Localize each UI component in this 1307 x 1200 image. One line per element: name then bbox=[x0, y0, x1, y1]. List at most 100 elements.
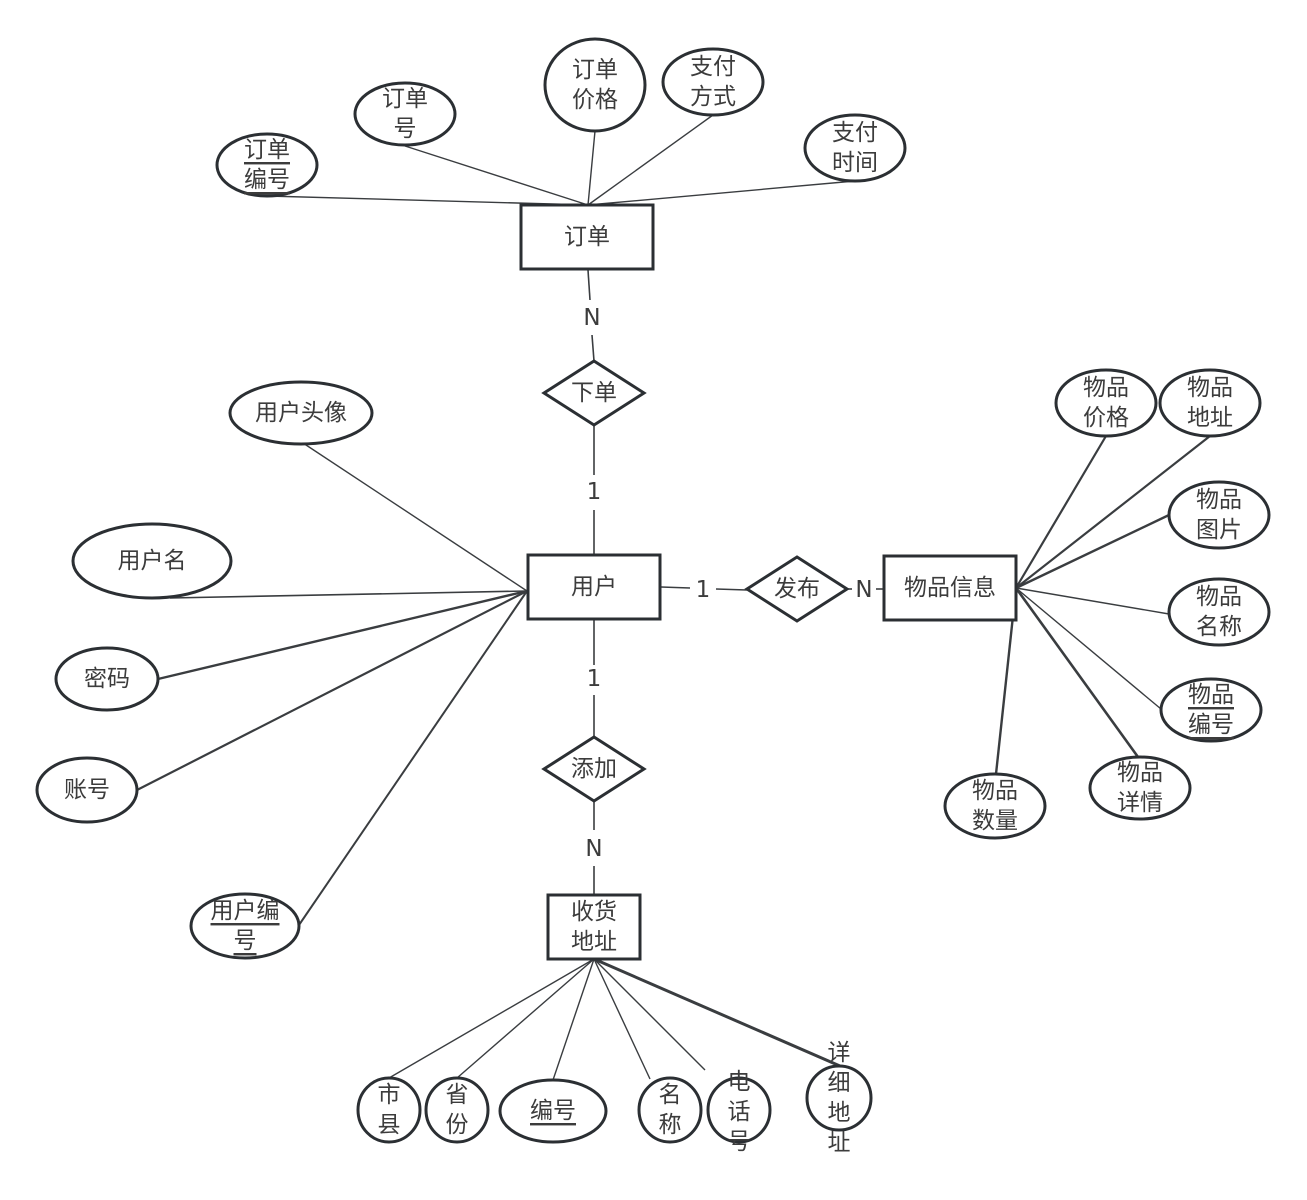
attribute-user-name[interactable]: 用户名 bbox=[71, 522, 233, 600]
entity-label: 物品信息 bbox=[904, 575, 996, 601]
attribute-link-item-id bbox=[1015, 587, 1162, 710]
attribute-label-line: 物品 bbox=[1117, 760, 1163, 786]
attribute-pay-time[interactable]: 支付时间 bbox=[803, 113, 907, 183]
entity-label-line: 物品信息 bbox=[904, 575, 996, 601]
primary-key-label-line: 编号 bbox=[1188, 712, 1234, 738]
attribute-ellipse[interactable] bbox=[543, 37, 647, 133]
attribute-ellipse[interactable] bbox=[353, 81, 457, 147]
attribute-ellipse[interactable] bbox=[803, 113, 907, 183]
primary-key-label-line: 号 bbox=[234, 928, 257, 954]
attribute-item-detail[interactable]: 物品详情 bbox=[1088, 755, 1192, 821]
attribute-item-image[interactable]: 物品图片 bbox=[1167, 480, 1271, 550]
entity-label: 用户 bbox=[571, 574, 617, 600]
attribute-ellipse[interactable] bbox=[661, 47, 765, 117]
attribute-label: 支付方式 bbox=[690, 54, 736, 110]
entity-address[interactable]: 收货地址 bbox=[546, 893, 642, 961]
relationship-place-order[interactable]: 下单 bbox=[541, 359, 647, 427]
attribute-ellipse[interactable] bbox=[1159, 677, 1263, 743]
attribute-ellipse[interactable] bbox=[706, 1076, 772, 1144]
attribute-label-line: 详 bbox=[828, 1040, 851, 1066]
attribute-ellipse[interactable] bbox=[54, 646, 160, 712]
entity-box[interactable] bbox=[526, 553, 662, 621]
attribute-label-line: 物品 bbox=[1196, 584, 1242, 610]
attribute-ellipse[interactable] bbox=[1167, 577, 1271, 647]
attribute-label-line: 县 bbox=[378, 1112, 401, 1138]
attribute-item-price[interactable]: 物品价格 bbox=[1054, 368, 1158, 438]
attribute-province[interactable]: 省份 bbox=[424, 1076, 490, 1144]
attribute-user-id[interactable]: 用户编号 bbox=[189, 892, 301, 960]
attribute-ellipse[interactable] bbox=[228, 380, 374, 446]
relationship-diamond[interactable] bbox=[541, 735, 647, 803]
attribute-address-id[interactable]: 编号 bbox=[498, 1078, 608, 1144]
attribute-label-line: 用户头像 bbox=[255, 400, 347, 426]
attribute-password[interactable]: 密码 bbox=[54, 646, 160, 712]
attribute-ellipse[interactable] bbox=[215, 132, 319, 198]
entity-label-line: 收货 bbox=[571, 899, 617, 925]
attribute-label: 用户头像 bbox=[255, 400, 347, 426]
cardinality-publish-to: N bbox=[855, 577, 872, 603]
attribute-link-detail-address bbox=[593, 957, 841, 1068]
primary-key-label-line: 用户编 bbox=[211, 898, 280, 924]
relationship-link-place-order-to bbox=[591, 334, 595, 362]
attribute-label: 账号 bbox=[64, 777, 110, 803]
attribute-label: 物品地址 bbox=[1187, 375, 1233, 431]
relationship-diamond[interactable] bbox=[744, 555, 850, 623]
attribute-phone[interactable]: 电话号 bbox=[706, 1069, 772, 1155]
attribute-item-id[interactable]: 物品编号 bbox=[1159, 677, 1263, 743]
relationship-label-line: 添加 bbox=[571, 756, 617, 782]
attribute-order-id[interactable]: 订单编号 bbox=[215, 132, 319, 198]
attribute-ellipse[interactable] bbox=[35, 756, 139, 824]
entity-box[interactable] bbox=[519, 203, 655, 271]
relationship-publish[interactable]: 发布 bbox=[744, 555, 850, 623]
attribute-city[interactable]: 市县 bbox=[356, 1076, 422, 1144]
entity-user[interactable]: 用户 bbox=[526, 553, 662, 621]
attribute-link-item-image bbox=[1015, 513, 1170, 590]
attribute-order-no[interactable]: 订单号 bbox=[353, 81, 457, 147]
attribute-ellipse[interactable] bbox=[1167, 480, 1271, 550]
attribute-ellipse[interactable] bbox=[424, 1076, 490, 1144]
attribute-ellipse[interactable] bbox=[1054, 368, 1158, 438]
attribute-link-item-name bbox=[1015, 587, 1170, 615]
attribute-label: 支付时间 bbox=[832, 120, 878, 176]
primary-key-label-line: 物品 bbox=[1188, 682, 1234, 708]
attribute-link-recipient-name bbox=[593, 958, 651, 1080]
attribute-label-line: 物品 bbox=[1187, 375, 1233, 401]
attribute-detail-address[interactable]: 详细地址 bbox=[805, 1040, 873, 1156]
attribute-ellipse[interactable] bbox=[943, 772, 1047, 840]
entity-order[interactable]: 订单 bbox=[519, 203, 655, 271]
attribute-label-line: 份 bbox=[446, 1112, 469, 1138]
attribute-ellipse[interactable] bbox=[637, 1076, 703, 1144]
attribute-ellipse[interactable] bbox=[71, 522, 233, 600]
attribute-ellipse[interactable] bbox=[1158, 368, 1262, 438]
attribute-account[interactable]: 账号 bbox=[35, 756, 139, 824]
attribute-label-line: 地 bbox=[828, 1100, 851, 1126]
attribute-link-item-location bbox=[1015, 435, 1211, 589]
attribute-label-line: 市 bbox=[378, 1082, 401, 1108]
attribute-label-line: 图片 bbox=[1196, 517, 1242, 543]
relationship-add[interactable]: 添加 bbox=[541, 735, 647, 803]
attribute-recipient-name[interactable]: 名称 bbox=[637, 1076, 703, 1144]
attribute-item-name[interactable]: 物品名称 bbox=[1167, 577, 1271, 647]
attribute-link-user-id bbox=[298, 590, 528, 926]
attribute-ellipse[interactable] bbox=[189, 892, 301, 960]
primary-key-label: 物品编号 bbox=[1188, 682, 1234, 738]
entity-item[interactable]: 物品信息 bbox=[882, 554, 1018, 622]
attribute-order-price[interactable]: 订单价格 bbox=[543, 37, 647, 133]
attribute-ellipse[interactable] bbox=[805, 1064, 873, 1132]
attribute-ellipse[interactable] bbox=[498, 1078, 608, 1144]
attribute-link-user-name bbox=[169, 590, 528, 599]
attribute-item-location[interactable]: 物品地址 bbox=[1158, 368, 1262, 438]
attribute-label-line: 账号 bbox=[64, 777, 110, 803]
attribute-pay-method[interactable]: 支付方式 bbox=[661, 47, 765, 117]
attribute-user-avatar[interactable]: 用户头像 bbox=[228, 380, 374, 446]
entity-box[interactable] bbox=[882, 554, 1018, 622]
relationship-diamond[interactable] bbox=[541, 359, 647, 427]
entity-box[interactable] bbox=[546, 893, 642, 961]
attribute-label: 省份 bbox=[446, 1082, 469, 1138]
attribute-item-quantity[interactable]: 物品数量 bbox=[943, 772, 1047, 840]
attribute-label-line: 支付 bbox=[690, 54, 736, 80]
attribute-label-line: 物品 bbox=[1196, 487, 1242, 513]
attribute-label-line: 数量 bbox=[972, 808, 1018, 834]
attribute-ellipse[interactable] bbox=[356, 1076, 422, 1144]
attribute-ellipse[interactable] bbox=[1088, 755, 1192, 821]
